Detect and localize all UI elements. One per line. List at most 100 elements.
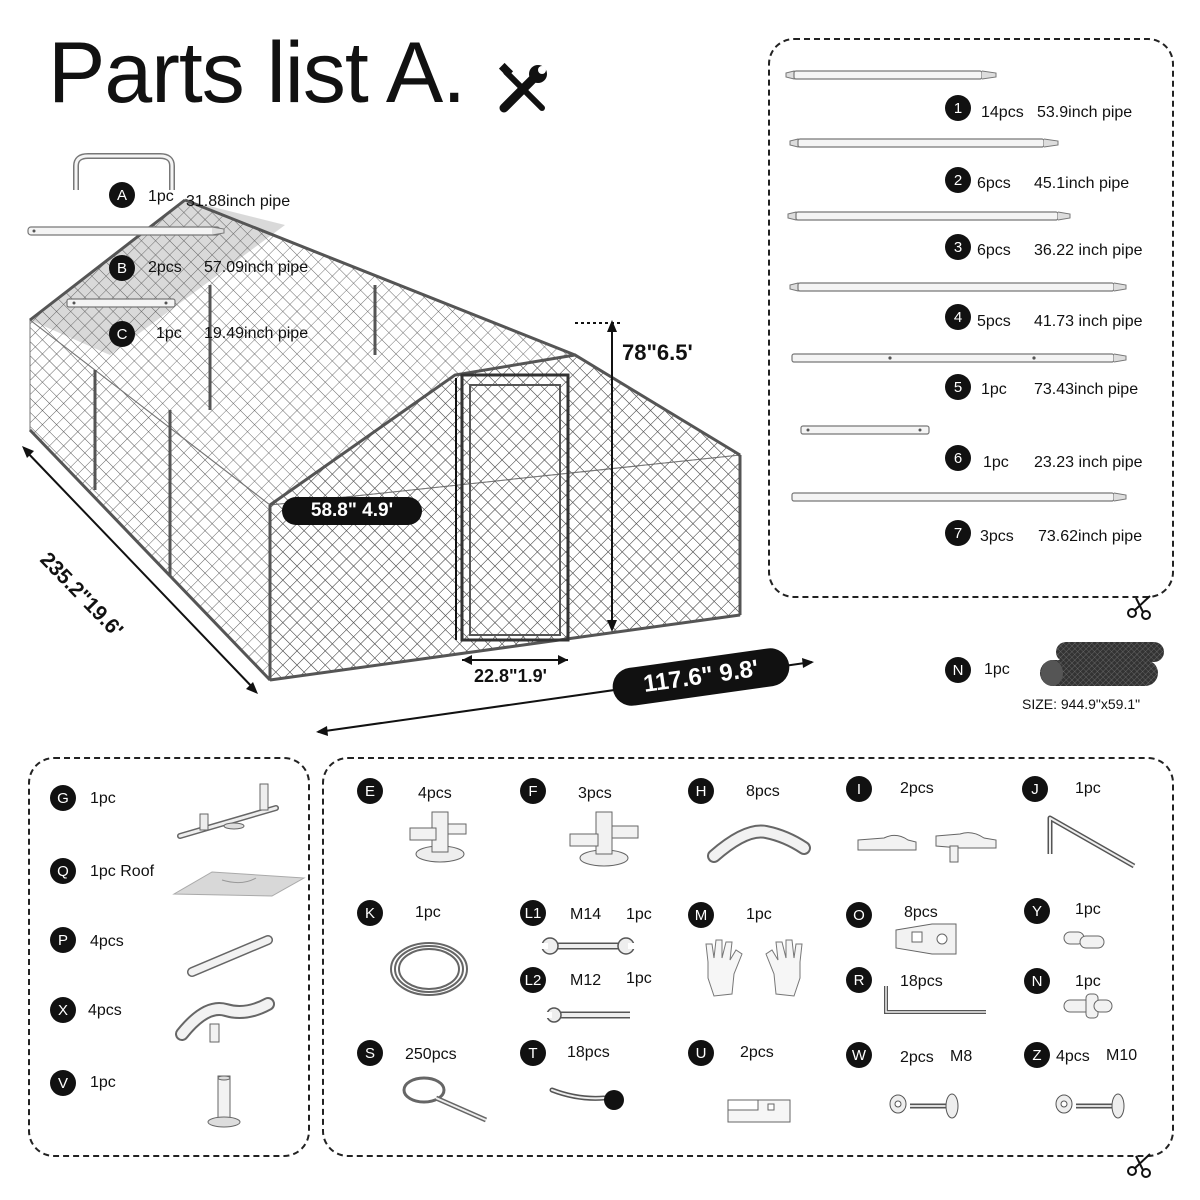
part-v-qty: 1pc: [90, 1074, 116, 1091]
pipes-box: [768, 38, 1174, 598]
part-4-desc: 41.73 inch pipe: [1034, 313, 1143, 330]
part-h-qty: 8pcs: [746, 783, 780, 800]
pipe-5-image: [791, 353, 1127, 363]
pipe-6-image: [800, 425, 930, 435]
part-1-badge: 1: [945, 95, 971, 121]
part-o-qty: 8pcs: [904, 904, 938, 921]
part-6-badge: 6: [945, 445, 971, 471]
cable-tie-image: [402, 1076, 488, 1123]
part-a-qty: 1pc: [148, 188, 174, 205]
part-7-qty: 3pcs: [980, 528, 1014, 545]
part-o-badge: O: [846, 902, 872, 928]
part-n-netting-badge: N: [945, 657, 971, 683]
part-a-desc: 31.88inch pipe: [186, 193, 291, 210]
part-z-size: M10: [1106, 1047, 1138, 1064]
pipe-c-image: [66, 298, 176, 308]
part-l2-size: M12: [570, 972, 602, 989]
part-r-badge: R: [846, 967, 872, 993]
part-i-image: [857, 832, 997, 863]
part-c-badge: C: [109, 321, 135, 347]
scissors-icon: [1127, 1153, 1151, 1178]
part-w-size: M8: [950, 1048, 973, 1065]
part-n-netting-qty: 1pc: [984, 661, 1010, 678]
left-parts-box: [28, 757, 310, 1157]
pipe-2-image: [789, 138, 1059, 148]
part-w-qty: 2pcs: [900, 1049, 934, 1066]
part-6-qty: 1pc: [983, 454, 1009, 471]
part-g-badge: G: [50, 785, 76, 811]
pipe-4-image: [789, 282, 1127, 292]
part-y-image: [1063, 931, 1105, 949]
pipe-7-image: [791, 492, 1127, 502]
part-j-badge: J: [1022, 776, 1048, 802]
part-b-badge: B: [109, 255, 135, 281]
part-m-qty: 1pc: [746, 906, 772, 923]
part-a-badge: A: [109, 182, 135, 208]
wire-coil-image: [390, 942, 468, 996]
part-e-qty: 4pcs: [418, 785, 452, 802]
part-4-qty: 5pcs: [977, 313, 1011, 330]
part-b-qty: 2pcs: [148, 259, 182, 276]
part-c-qty: 1pc: [156, 325, 182, 342]
part-s-badge: S: [357, 1040, 383, 1066]
part-t-image: [549, 1087, 624, 1110]
part-b-desc: 57.09inch pipe: [204, 259, 309, 276]
part-i-qty: 2pcs: [900, 780, 934, 797]
part-m-badge: M: [688, 902, 714, 928]
netting-size: SIZE: 944.9"x59.1": [1022, 696, 1141, 712]
part-x-badge: X: [50, 997, 76, 1023]
wrench-m14-image: [540, 937, 636, 955]
part-l1-size: M14: [570, 906, 602, 923]
netting-roll-image: [1040, 642, 1164, 686]
hex-key-image: [1047, 815, 1136, 869]
pipe-3-image: [787, 211, 1071, 221]
part-v-image: [207, 1075, 241, 1128]
door-height-dimension: 58.8" 4.9': [282, 497, 422, 525]
part-q-qty: 1pc Roof: [90, 863, 155, 880]
part-f-image: [569, 811, 639, 867]
part-u-badge: U: [688, 1040, 714, 1066]
part-l1-qty: 1pc: [626, 906, 652, 923]
part-3-desc: 36.22 inch pipe: [1034, 242, 1143, 259]
bolt-m10-image: [1055, 1093, 1125, 1119]
part-x-image: [175, 997, 275, 1043]
part-i-badge: I: [846, 776, 872, 802]
bolt-m8-image: [889, 1093, 959, 1119]
part-y-badge: Y: [1024, 898, 1050, 924]
part-1-desc: 53.9inch pipe: [1037, 104, 1133, 121]
part-l1-badge: L1: [520, 900, 546, 926]
part-n-hardware-qty: 1pc: [1075, 973, 1101, 990]
part-6-desc: 23.23 inch pipe: [1034, 454, 1143, 471]
part-u-image: [727, 1099, 791, 1123]
part-2-desc: 45.1inch pipe: [1034, 175, 1130, 192]
part-o-image: [895, 923, 957, 955]
part-z-badge: Z: [1024, 1042, 1050, 1068]
part-f-badge: F: [520, 778, 546, 804]
roof-cover-image: [172, 871, 306, 897]
part-k-badge: K: [357, 900, 383, 926]
pipe-b-image: [27, 226, 225, 236]
part-p-qty: 4pcs: [90, 933, 124, 950]
part-e-image: [409, 811, 467, 863]
part-l2-badge: L2: [520, 967, 546, 993]
part-5-qty: 1pc: [981, 381, 1007, 398]
part-x-qty: 4pcs: [88, 1002, 122, 1019]
hardware-box: [322, 757, 1174, 1157]
part-j-qty: 1pc: [1075, 780, 1101, 797]
part-l2-qty: 1pc: [626, 970, 652, 987]
door-width-dimension: 22.8"1.9': [474, 666, 547, 686]
part-3-qty: 6pcs: [977, 242, 1011, 259]
part-p-badge: P: [50, 927, 76, 953]
part-u-qty: 2pcs: [740, 1044, 774, 1061]
part-v-badge: V: [50, 1070, 76, 1096]
part-3-badge: 3: [945, 234, 971, 260]
part-7-badge: 7: [945, 520, 971, 546]
page-title: Parts list A.: [48, 25, 466, 121]
part-g-image: [177, 783, 279, 839]
part-1-qty: 14pcs: [981, 104, 1024, 121]
part-p-image: [187, 935, 273, 977]
part-e-badge: E: [357, 778, 383, 804]
part-g-qty: 1pc: [90, 790, 116, 807]
part-h-image: [707, 824, 811, 863]
part-4-badge: 4: [945, 304, 971, 330]
